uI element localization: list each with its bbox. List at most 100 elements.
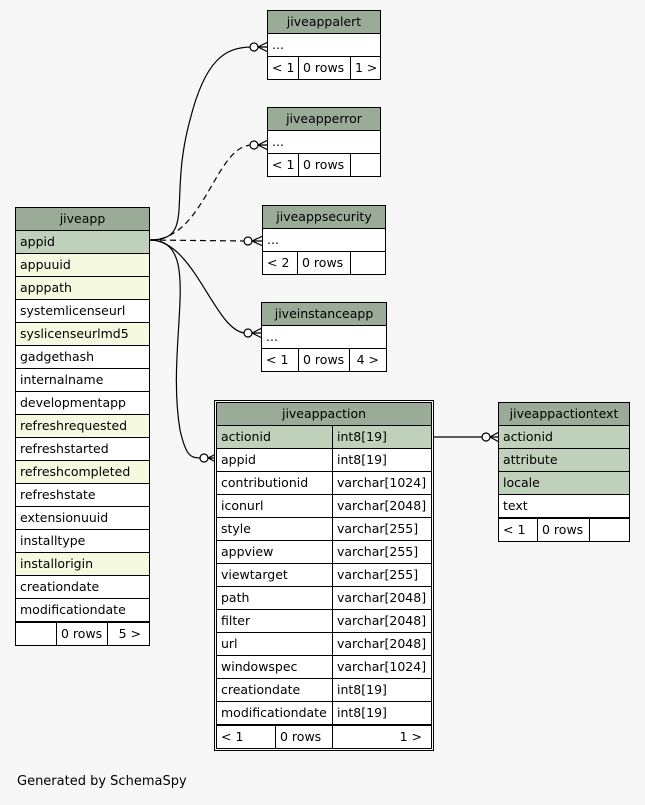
column-name[interactable]: appid (20, 234, 55, 249)
column-row: syslicenseurlmd5 (16, 323, 149, 346)
column-name[interactable]: path (221, 590, 250, 605)
optional-marker (249, 140, 259, 150)
link-jiveapp-jiveapperror (149, 144, 253, 241)
column-name[interactable]: locale (503, 475, 540, 490)
column-row: appview varchar[255] (217, 541, 431, 564)
column-name[interactable]: creationdate (20, 579, 100, 594)
table-title[interactable]: jiveappsecurity (263, 206, 385, 229)
column-name[interactable]: internalname (20, 372, 104, 387)
column-name[interactable]: appview (221, 544, 274, 559)
table-jiveinstanceapp[interactable]: jiveinstanceapp ... < 1 0 rows 4 > (261, 302, 387, 372)
column-name[interactable]: syslicenseurlmd5 (20, 326, 129, 341)
column-row: locale (499, 472, 629, 495)
column-type: varchar[255] (332, 518, 418, 540)
column-name[interactable]: actionid (503, 429, 553, 444)
column-name[interactable]: systemlicenseurl (20, 303, 126, 318)
table-title[interactable]: jiveapp (16, 208, 149, 231)
column-name[interactable]: actionid (221, 429, 271, 444)
column-name[interactable]: creationdate (221, 682, 301, 697)
column-name[interactable]: installtype (20, 533, 86, 548)
parent-count: < 1 (272, 157, 295, 172)
column-name[interactable]: installorigin (20, 556, 94, 571)
table-jiveappactiontext[interactable]: jiveappactiontext actionid attribute loc… (498, 402, 630, 542)
table-title[interactable]: jiveappalert (268, 11, 380, 34)
column-name[interactable]: style (221, 521, 251, 536)
column-name[interactable]: developmentapp (20, 395, 126, 410)
generated-by-caption: Generated by SchemaSpy (17, 774, 187, 789)
link-jiveapp-jiveappsecurity (149, 239, 247, 242)
table-jiveappsecurity[interactable]: jiveappsecurity ... < 2 0 rows (262, 205, 386, 275)
table-jiveappalert[interactable]: jiveappalert ... < 1 0 rows 1 > (267, 10, 381, 80)
column-name[interactable]: refreshstarted (20, 441, 109, 456)
parent-count: < 1 (266, 352, 289, 367)
column-row: refreshcompleted (16, 461, 149, 484)
column-name[interactable]: viewtarget (221, 567, 288, 582)
column-row: appid (16, 231, 149, 254)
table-jiveapp[interactable]: jiveapp appid appuuid apppath systemlice… (15, 207, 150, 646)
row-count: 0 rows (298, 154, 350, 176)
collapsed-columns: ... (272, 37, 284, 52)
column-name[interactable]: extensionuuid (20, 510, 109, 525)
column-name[interactable]: windowspec (221, 659, 298, 674)
column-name[interactable]: refreshstate (20, 487, 96, 502)
column-type: varchar[255] (332, 541, 418, 563)
child-count: 1 > (350, 57, 378, 79)
row-count: 0 rows (56, 623, 107, 645)
column-row: appuuid (16, 254, 149, 277)
column-name[interactable]: attribute (503, 452, 558, 467)
column-name[interactable]: appid (221, 452, 256, 467)
optional-marker (243, 236, 253, 246)
column-name[interactable]: refreshrequested (20, 418, 128, 433)
column-name[interactable]: text (503, 498, 528, 513)
table-title[interactable]: jiveappactiontext (499, 403, 629, 426)
child-count (350, 252, 382, 274)
column-name[interactable]: url (221, 636, 238, 651)
column-row: appid int8[19] (217, 449, 431, 472)
column-row: iconurl varchar[2048] (217, 495, 431, 518)
child-count (589, 519, 626, 541)
column-row: refreshrequested (16, 415, 149, 438)
column-row: developmentapp (16, 392, 149, 415)
table-title[interactable]: jiveappaction (217, 403, 431, 426)
collapsed-columns: ... (272, 134, 284, 149)
collapsed-columns: ... (266, 329, 278, 344)
child-count: 5 > (107, 623, 145, 645)
optional-marker (243, 328, 253, 338)
optional-marker (249, 42, 259, 52)
collapsed-columns: ... (267, 232, 279, 247)
column-name[interactable]: modificationdate (20, 602, 126, 617)
parent-count: < 1 (503, 522, 526, 537)
column-name[interactable]: gadgethash (20, 349, 95, 364)
column-type: int8[19] (332, 449, 387, 471)
column-row: filter varchar[2048] (217, 610, 431, 633)
column-type: varchar[1024] (332, 472, 426, 494)
column-type: varchar[1024] (332, 656, 426, 678)
table-title[interactable]: jiveapperror (268, 108, 380, 131)
column-type: varchar[2048] (332, 610, 426, 632)
table-title[interactable]: jiveinstanceapp (262, 303, 386, 326)
column-type: varchar[2048] (332, 495, 426, 517)
column-row: contributionid varchar[1024] (217, 472, 431, 495)
table-jiveappaction[interactable]: jiveappaction actionid int8[19] appid int8… (214, 400, 434, 751)
column-name[interactable]: modificationdate (221, 705, 327, 720)
column-row: refreshstate (16, 484, 149, 507)
column-name[interactable]: apppath (20, 280, 72, 295)
optional-marker (481, 432, 491, 442)
column-name[interactable]: refreshcompleted (20, 464, 131, 479)
column-name[interactable]: iconurl (221, 498, 264, 513)
column-row: gadgethash (16, 346, 149, 369)
child-count: 4 > (349, 349, 383, 371)
column-name[interactable]: appuuid (20, 257, 71, 272)
column-name[interactable]: contributionid (221, 475, 309, 490)
table-jiveapperror[interactable]: jiveapperror ... < 1 0 rows (267, 107, 381, 177)
parent-count (16, 623, 56, 645)
column-name[interactable]: filter (221, 613, 251, 628)
column-type: int8[19] (332, 702, 387, 724)
column-type: int8[19] (332, 426, 387, 448)
column-row: extensionuuid (16, 507, 149, 530)
row-count: 0 rows (298, 57, 350, 79)
